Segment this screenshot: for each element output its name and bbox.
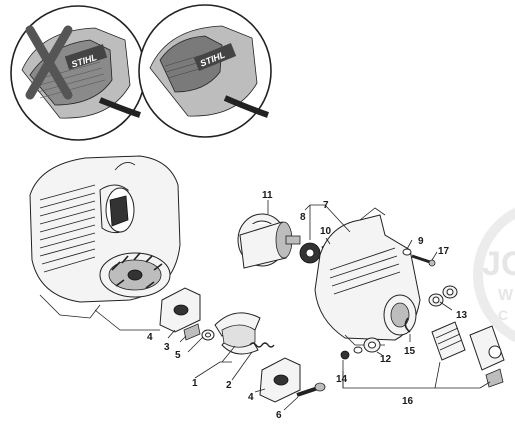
callout-5: 5 — [175, 350, 181, 361]
callout-15: 15 — [404, 346, 416, 357]
callout-14: 14 — [336, 374, 348, 385]
clutch-housing — [314, 207, 421, 346]
clutch-parts — [159, 287, 326, 403]
leader-lines — [167, 200, 491, 411]
callout-6: 6 — [276, 410, 282, 421]
callout-9: 9 — [418, 236, 424, 247]
callout-10: 10 — [320, 226, 332, 237]
watermark-line2: W — [498, 287, 514, 304]
callout-1: 1 — [192, 378, 198, 389]
callout-12: 12 — [380, 354, 392, 365]
callout-13: 13 — [456, 310, 468, 321]
watermark-line3: C — [498, 307, 508, 323]
inset-old-version: STIHL — [10, 5, 146, 141]
callout-8: 8 — [300, 212, 306, 223]
engine-housing — [29, 155, 181, 331]
callout-16: 16 — [402, 396, 414, 407]
inset-new-version: STIHL — [138, 4, 272, 138]
callout-17: 17 — [438, 246, 450, 257]
watermark-line1: JO — [482, 245, 515, 283]
callout-7: 7 — [323, 200, 329, 211]
callout-2: 2 — [226, 380, 232, 391]
small-parts — [340, 248, 505, 388]
callout-11: 11 — [262, 190, 273, 201]
callout-4-upper: 4 — [147, 332, 153, 343]
cross-icon — [25, 25, 73, 100]
callout-labels: 1 2 3 4 4 5 6 7 8 9 10 11 12 13 14 15 16… — [147, 190, 468, 421]
callout-3: 3 — [164, 342, 170, 353]
callout-4-lower: 4 — [248, 392, 254, 403]
watermark: JO W C — [473, 207, 515, 343]
